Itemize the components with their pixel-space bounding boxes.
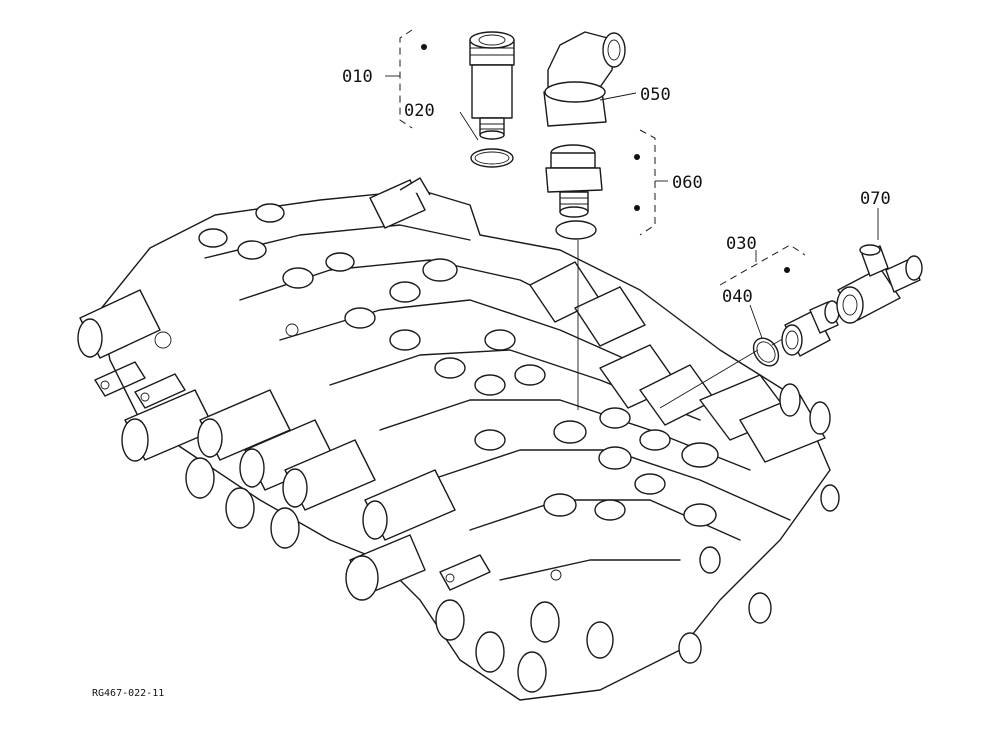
part-010-adapter (469, 31, 515, 140)
part-060-nipple (545, 144, 603, 240)
callout-040: 040 (722, 287, 753, 307)
spool-ends (77, 289, 840, 693)
part-070-tee (836, 244, 923, 324)
spool-rear (369, 177, 831, 463)
callout-labels: 010 020 030 040 050 060 070 (342, 67, 891, 307)
callout-020: 020 (404, 101, 435, 121)
callout-050: 050 (640, 85, 671, 105)
callout-010: 010 (342, 67, 373, 87)
callout-070: 070 (860, 189, 891, 209)
control-valve-block (77, 177, 840, 701)
callout-060: 060 (672, 173, 703, 193)
figure-code: RG467-022-11 (92, 688, 164, 699)
callout-030: 030 (726, 234, 757, 254)
leaders (385, 44, 879, 339)
part-050-elbow (543, 31, 626, 127)
part-020-o-ring (470, 148, 514, 168)
part-030-union (781, 300, 840, 357)
part-040-o-ring (752, 337, 780, 367)
group-brackets (399, 29, 806, 286)
